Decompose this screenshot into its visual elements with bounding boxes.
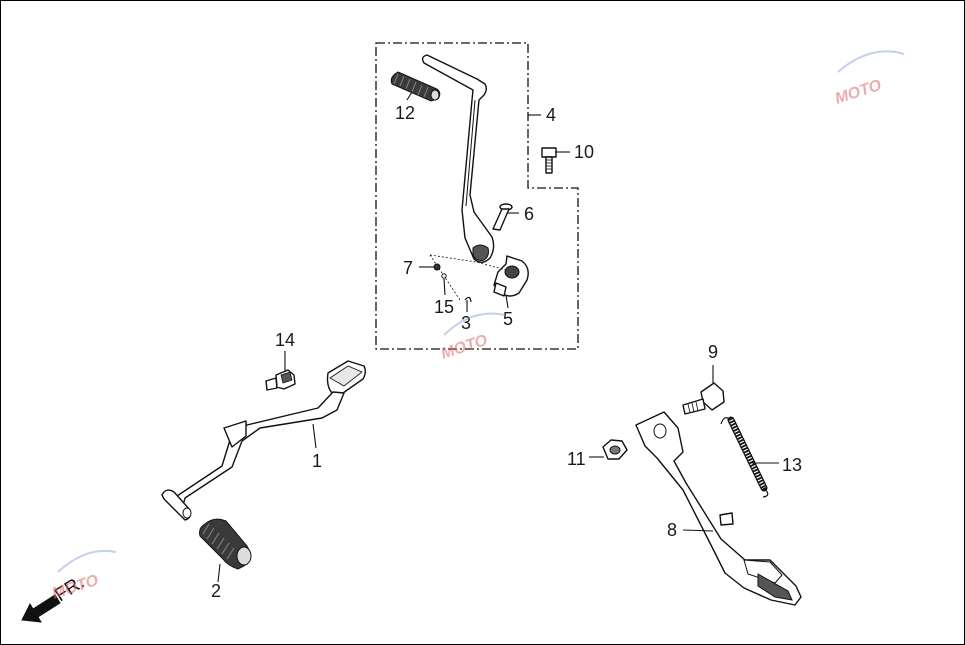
label-part-15: 15 [434, 297, 454, 317]
label-part-8: 8 [667, 520, 677, 540]
watermark-text-top-right: MOTO [833, 77, 884, 108]
kick-assembly-boundary [375, 42, 579, 350]
watermark-text-center: MOTO [439, 332, 490, 363]
bolt-9 [682, 382, 725, 415]
label-part-12: 12 [395, 103, 415, 123]
label-part-3: 3 [461, 313, 471, 333]
spring-15 [441, 273, 447, 279]
label-part-4: 4 [546, 105, 556, 125]
kick-rubber [390, 71, 441, 102]
kick-boss [493, 255, 529, 297]
kick-arm [421, 54, 495, 263]
pedal-rubber [199, 518, 252, 570]
bolt-10 [541, 147, 557, 174]
watermark-bottom-left: MOTO [50, 549, 117, 603]
label-part-2: 2 [211, 581, 221, 601]
label-part-9: 9 [708, 342, 718, 362]
label-part-10: 10 [574, 142, 594, 162]
spring-13 [720, 416, 769, 498]
label-part-13: 13 [782, 455, 802, 475]
watermark-top-right: MOTO [833, 50, 905, 108]
leader-lines [217, 91, 779, 583]
label-part-1: 1 [312, 451, 322, 471]
label-part-5: 5 [503, 309, 513, 329]
bolt-14 [265, 369, 296, 391]
label-part-11: 11 [567, 449, 586, 469]
gear-shift-pedal [161, 360, 366, 521]
watermark-center: MOTO [439, 312, 506, 363]
label-part-14: 14 [275, 330, 295, 350]
label-part-7: 7 [403, 258, 413, 278]
side-stand [635, 411, 802, 606]
ball-7 [433, 263, 441, 271]
front-direction-arrow [21, 594, 61, 623]
nut-11 [602, 439, 628, 460]
assembly-guide [429, 254, 507, 301]
label-part-6: 6 [524, 204, 534, 224]
clip-3 [464, 296, 472, 303]
pin-6 [492, 203, 513, 231]
